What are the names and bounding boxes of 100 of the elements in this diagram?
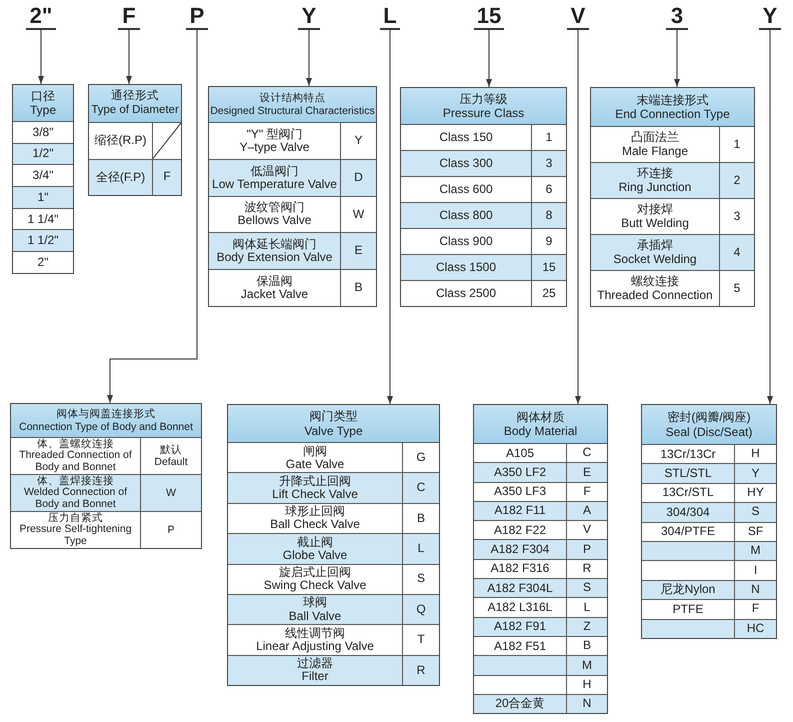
option-row	[401, 228, 566, 254]
option-row	[401, 150, 566, 176]
option-row	[642, 540, 776, 560]
option-code: B	[340, 270, 376, 306]
table-subheading: Body Material	[504, 424, 578, 438]
code-table	[400, 87, 567, 307]
chinese-label: 截止阀	[297, 536, 333, 549]
option-row	[13, 186, 73, 208]
english-label: Swing Check Valve	[264, 579, 366, 592]
leader-arrow	[126, 30, 132, 84]
option-row	[474, 462, 607, 482]
table-subheading: Connection Type of Body and Bonnet	[19, 420, 193, 434]
table-heading: 压力等级	[460, 92, 508, 106]
option-row	[642, 444, 776, 464]
code-table	[10, 403, 202, 549]
chinese-label: "Y" 型阀门	[246, 128, 302, 141]
option-code: 5	[719, 271, 754, 306]
table-heading: 口径	[31, 88, 55, 103]
english-label: Ball Valve	[288, 610, 342, 623]
table-subheading: Type of Diameter	[91, 104, 179, 118]
code-character: 2"	[26, 4, 56, 30]
option-label: 2"	[38, 256, 48, 270]
option-label: A350 LF3	[494, 485, 546, 498]
option-row	[11, 437, 201, 474]
option-row	[591, 162, 754, 198]
option-label: STL/STL	[664, 466, 712, 480]
option-code: P	[140, 512, 201, 548]
option-row	[474, 694, 607, 714]
table-subheading: Designed Structural Characteristics	[210, 104, 375, 118]
table-heading: 设计结构特点	[260, 92, 326, 104]
option-row	[228, 624, 439, 655]
option-row	[13, 208, 73, 230]
option-label: A182 F91	[494, 620, 546, 634]
option-row	[474, 655, 607, 675]
option-row	[591, 126, 754, 162]
option-label: A182 F304L	[487, 582, 553, 595]
english-label: Low Temperature Valve	[212, 178, 337, 191]
option-row	[228, 564, 439, 594]
code-table	[12, 84, 74, 274]
option-row	[228, 442, 439, 472]
option-label: Class 900	[439, 234, 493, 248]
chinese-label: 球形止回阀	[285, 505, 345, 518]
option-row	[209, 232, 376, 270]
code-table	[473, 404, 608, 714]
option-row	[228, 472, 439, 503]
code-character: P	[186, 4, 208, 30]
english-label: Y–type Valve	[240, 140, 310, 154]
option-row	[642, 580, 776, 600]
option-row	[228, 502, 439, 534]
option-row	[474, 539, 607, 559]
option-row	[228, 533, 439, 564]
option-label: 缩径(R.P)	[94, 134, 146, 148]
chinese-label: 旋启式止回阀	[279, 566, 351, 580]
option-row	[474, 674, 607, 694]
chinese-label: 闸阀	[303, 444, 327, 458]
option-row	[209, 122, 376, 159]
code-table	[590, 87, 755, 307]
english-label: Socket Welding	[613, 252, 697, 266]
option-label: Class 2500	[436, 286, 496, 300]
option-row	[11, 511, 201, 548]
option-row	[474, 597, 607, 617]
leader-arrow	[38, 30, 44, 84]
chinese-label: 低温阀门	[250, 164, 298, 178]
option-row	[642, 618, 776, 638]
option-row	[11, 474, 201, 511]
table-heading: 阀体材质	[516, 410, 564, 424]
table-subheading: Valve Type	[304, 424, 363, 438]
option-row	[591, 270, 754, 306]
option-label: 13Cr/13Cr	[660, 448, 716, 461]
option-label: 1 1/4"	[28, 212, 58, 226]
leader-arrow	[107, 30, 198, 404]
option-label: 尼龙Nylon	[660, 583, 716, 597]
english-label: Jacket Valve	[240, 288, 308, 302]
option-code: R	[402, 656, 439, 686]
option-row	[401, 280, 566, 306]
table-subheading: Seal (Disc/Seat)	[666, 424, 752, 439]
option-label: 304/PTFE	[660, 525, 716, 538]
english-label: Male Flange	[622, 144, 688, 158]
option-row	[401, 124, 566, 150]
option-label: Class 1500	[436, 260, 496, 274]
code-character: F	[118, 4, 140, 30]
table-subheading: Type	[30, 103, 56, 118]
table-subheading: End Connection Type	[615, 107, 730, 122]
option-row	[591, 234, 754, 270]
option-label: Class 600	[439, 182, 493, 196]
chinese-label: 环连接	[637, 167, 673, 180]
option-row	[642, 599, 776, 619]
option-label: A350 LF2	[494, 466, 546, 480]
chinese-label: 体、盖焊接连接	[37, 476, 114, 487]
table-heading: 密封(阀瓣/阀座)	[667, 410, 751, 424]
leader-arrow	[387, 30, 393, 404]
option-row	[401, 254, 566, 280]
option-row	[642, 502, 776, 522]
option-row	[228, 594, 439, 624]
option-row	[642, 482, 776, 502]
english-label: Globe Valve	[282, 548, 348, 562]
option-code: N	[566, 694, 607, 714]
code-character: L	[380, 4, 400, 30]
option-row	[401, 202, 566, 228]
option-row	[591, 198, 754, 234]
